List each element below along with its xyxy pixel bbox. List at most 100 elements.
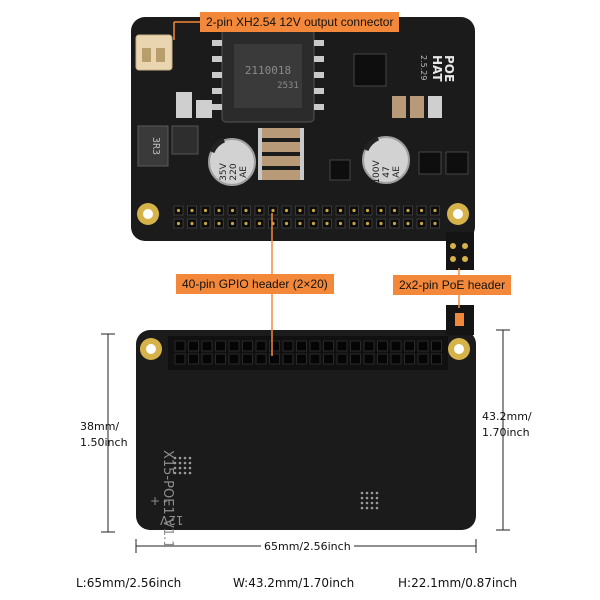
test-pad: [188, 466, 192, 470]
footer-length: L:65mm/2.56inch: [76, 576, 182, 590]
smd-cap: [392, 96, 406, 118]
smd-ic: [329, 159, 351, 181]
gpio-socket: [296, 353, 307, 365]
capacitor-left: [208, 138, 256, 186]
gpio-pin-tip: [419, 221, 424, 226]
callout-lines: [173, 21, 460, 356]
connector-slot: [142, 48, 151, 62]
transformer-pins: [212, 40, 324, 110]
test-pad: [188, 461, 192, 465]
mosfet: [445, 151, 469, 175]
gpio-pin-tip: [338, 221, 343, 226]
test-pad: [375, 491, 379, 495]
gpio-pin-tip: [379, 208, 383, 213]
gpio-pin-tip: [284, 208, 289, 213]
width-dimension: 65mm/2.56inch: [261, 540, 354, 553]
gpio-pin-tip: [433, 208, 437, 213]
mosfet: [418, 151, 442, 175]
top-poe-pin: [450, 243, 456, 249]
transformer-core: [234, 44, 302, 108]
gpio-pin-tip: [190, 221, 194, 226]
gpio-socket: [228, 353, 240, 365]
gpio-pin-tip: [217, 208, 221, 213]
transformer-code2: 2531: [277, 81, 299, 91]
gpio-socket: [309, 340, 321, 352]
bottom-board-pcb: [136, 330, 476, 530]
gpio-socket: [404, 340, 415, 352]
test-pad: [188, 471, 192, 475]
smd-part: [196, 100, 212, 118]
gpio-pin-tip: [338, 208, 343, 213]
gpio-pin-tip: [419, 208, 424, 213]
gpio-socket: [390, 353, 402, 365]
gpio-socket: [377, 340, 388, 352]
gpio-socket: [282, 340, 294, 352]
test-pad: [375, 506, 379, 510]
gpio-socket: [350, 340, 361, 352]
gpio-callout: 40-pin GPIO header (2×20): [176, 274, 334, 294]
test-pad: [365, 491, 369, 495]
gpio-socket: [363, 353, 375, 365]
gpio-pin-tip: [257, 208, 262, 213]
gpio-pin-tip: [406, 221, 410, 226]
gpio-socket: [404, 353, 415, 365]
test-pad: [183, 471, 187, 475]
gpio-socket: [309, 353, 321, 365]
gpio-socket: [188, 340, 199, 352]
test-pad: [365, 501, 369, 505]
gpio-socket: [255, 353, 267, 365]
connector-slot: [156, 48, 165, 62]
gpio-socket: [323, 353, 334, 365]
controller-ic: [353, 53, 387, 87]
test-pad: [183, 456, 187, 460]
test-pad: [370, 506, 374, 510]
badge-version: 2.5.29: [419, 55, 428, 80]
test-pad-grid: [360, 491, 379, 510]
test-pad: [365, 506, 369, 510]
test-pad: [183, 466, 187, 470]
badge-poe: POE: [442, 55, 456, 82]
gpio-socket: [417, 353, 429, 365]
capacitor-left-band: [209, 137, 226, 154]
gpio-pin-tip: [244, 208, 248, 213]
gpio-header-bottom: [174, 340, 442, 365]
gpio-pin-tip: [325, 208, 329, 213]
gpio-socket: [363, 340, 375, 352]
transformer-code1: 2110018: [245, 64, 291, 77]
gpio-socket: [242, 353, 253, 365]
gpio-socket: [228, 340, 240, 352]
test-pad: [370, 496, 374, 500]
gpio-pin-tip: [379, 221, 383, 226]
connector-callout: 2-pin XH2.54 12V output connector: [200, 12, 400, 32]
gpio-pin-tip: [257, 221, 262, 226]
gpio-pin-tip: [203, 208, 208, 213]
gpio-pin-tip: [352, 221, 356, 226]
gpio-pin-tip: [176, 221, 181, 226]
smd-part: [428, 96, 442, 118]
gpio-pin-tip: [230, 221, 235, 226]
gpio-pin-tip: [406, 208, 410, 213]
gpio-pin-tip: [298, 221, 302, 226]
gpio-socket: [431, 340, 442, 352]
capacitor-left-voltage: 35V: [219, 162, 229, 180]
resistor-bank: [258, 128, 304, 180]
gpio-pin-tip: [271, 208, 275, 213]
gpio-pin-tip: [244, 221, 248, 226]
gpio-pin-tip: [365, 221, 370, 226]
gpio-pin-tip: [230, 208, 235, 213]
gpio-socket: [242, 340, 253, 352]
gpio-socket: [336, 340, 348, 352]
poe-pin-marker: [455, 313, 464, 326]
gpio-socket: [174, 353, 186, 365]
smd-cap: [410, 96, 424, 118]
voltage-label: 12V: [160, 513, 184, 527]
gpio-socket: [323, 340, 334, 352]
test-pad: [183, 461, 187, 465]
test-pad: [188, 456, 192, 460]
gpio-socket: [269, 340, 280, 352]
smd-part: [176, 92, 192, 118]
gpio-socket: [174, 340, 186, 352]
right-height-inch: 1.70inch: [482, 426, 530, 439]
plus-label: +: [150, 494, 161, 508]
